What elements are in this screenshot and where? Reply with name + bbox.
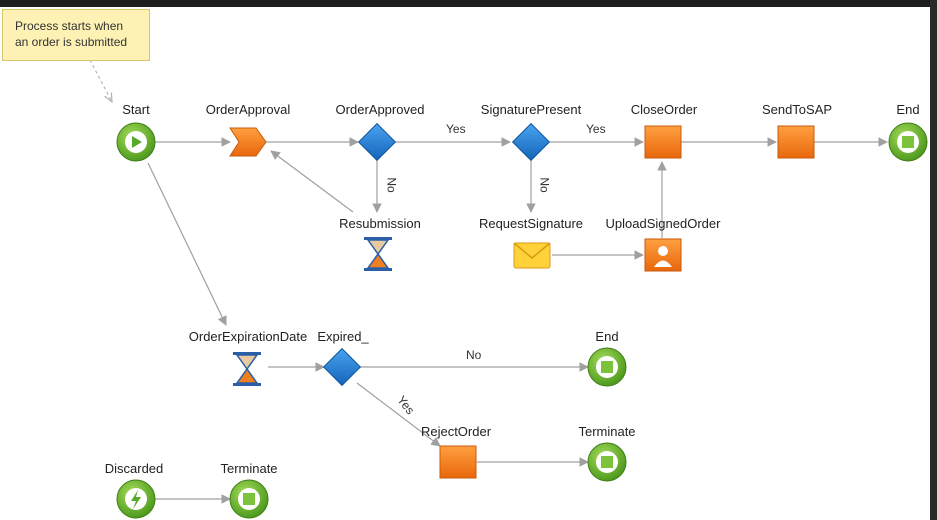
reject-order-activity-icon[interactable]: [439, 445, 477, 479]
send-to-sap-activity-icon[interactable]: [777, 125, 815, 159]
start-event-icon[interactable]: [116, 122, 156, 162]
send-to-sap-label: SendToSAP: [761, 102, 833, 117]
expired-decision-icon[interactable]: [322, 347, 362, 387]
signature-present-decision-icon[interactable]: [511, 122, 551, 162]
request-signature-envelope-icon[interactable]: [513, 242, 551, 269]
order-approval-icon[interactable]: [229, 127, 267, 157]
end-event-icon[interactable]: [888, 122, 928, 162]
expired-label: Expired_: [317, 329, 369, 344]
discarded-label: Discarded: [104, 461, 164, 476]
end-mid-label: End: [595, 329, 619, 344]
order-approved-label: OrderApproved: [335, 102, 425, 117]
annotation-note[interactable]: Process starts when an order is submitte…: [2, 9, 150, 61]
terminate-mid-event-icon[interactable]: [587, 442, 627, 482]
discarded-event-icon[interactable]: [116, 479, 156, 519]
reject-order-label: RejectOrder: [420, 424, 492, 439]
edge-resubmission-orderapproval: [270, 150, 354, 213]
note-line-2: an order is submitted: [15, 35, 128, 49]
window-top-bar: [0, 0, 937, 7]
resubmission-hourglass-icon[interactable]: [364, 237, 392, 271]
edge-start-expiration: [147, 162, 227, 326]
resubmission-label: Resubmission: [339, 216, 421, 231]
terminate-mid-label: Terminate: [578, 424, 636, 439]
signature-present-label: SignaturePresent: [480, 102, 582, 117]
terminate-bottom-label: Terminate: [220, 461, 278, 476]
upload-signed-order-label: UploadSignedOrder: [605, 216, 721, 231]
order-expiration-date-label: OrderExpirationDate: [188, 329, 308, 344]
order-approved-decision-icon[interactable]: [357, 122, 397, 162]
note-line-1: Process starts when: [15, 19, 124, 33]
terminate-bottom-event-icon[interactable]: [229, 479, 269, 519]
edge-label-approved-yes: Yes: [446, 122, 466, 136]
order-expiration-hourglass-icon[interactable]: [233, 352, 261, 386]
edge-label-expired-no: No: [466, 348, 482, 362]
close-order-activity-icon[interactable]: [644, 125, 682, 159]
order-approval-label: OrderApproval: [205, 102, 291, 117]
edge-label-approved-no: No: [384, 177, 399, 193]
end-mid-event-icon[interactable]: [587, 347, 627, 387]
request-signature-label: RequestSignature: [478, 216, 584, 231]
upload-signed-order-user-icon[interactable]: [644, 238, 682, 272]
end-top-label: End: [896, 102, 920, 117]
edge-label-signature-yes: Yes: [586, 122, 606, 136]
note-connector: [89, 59, 112, 102]
window-right-edge: [930, 0, 937, 520]
close-order-label: CloseOrder: [630, 102, 698, 117]
edge-expired-rejectorder: [356, 382, 441, 447]
edge-label-signature-no: No: [537, 177, 552, 193]
start-label: Start: [122, 102, 150, 117]
